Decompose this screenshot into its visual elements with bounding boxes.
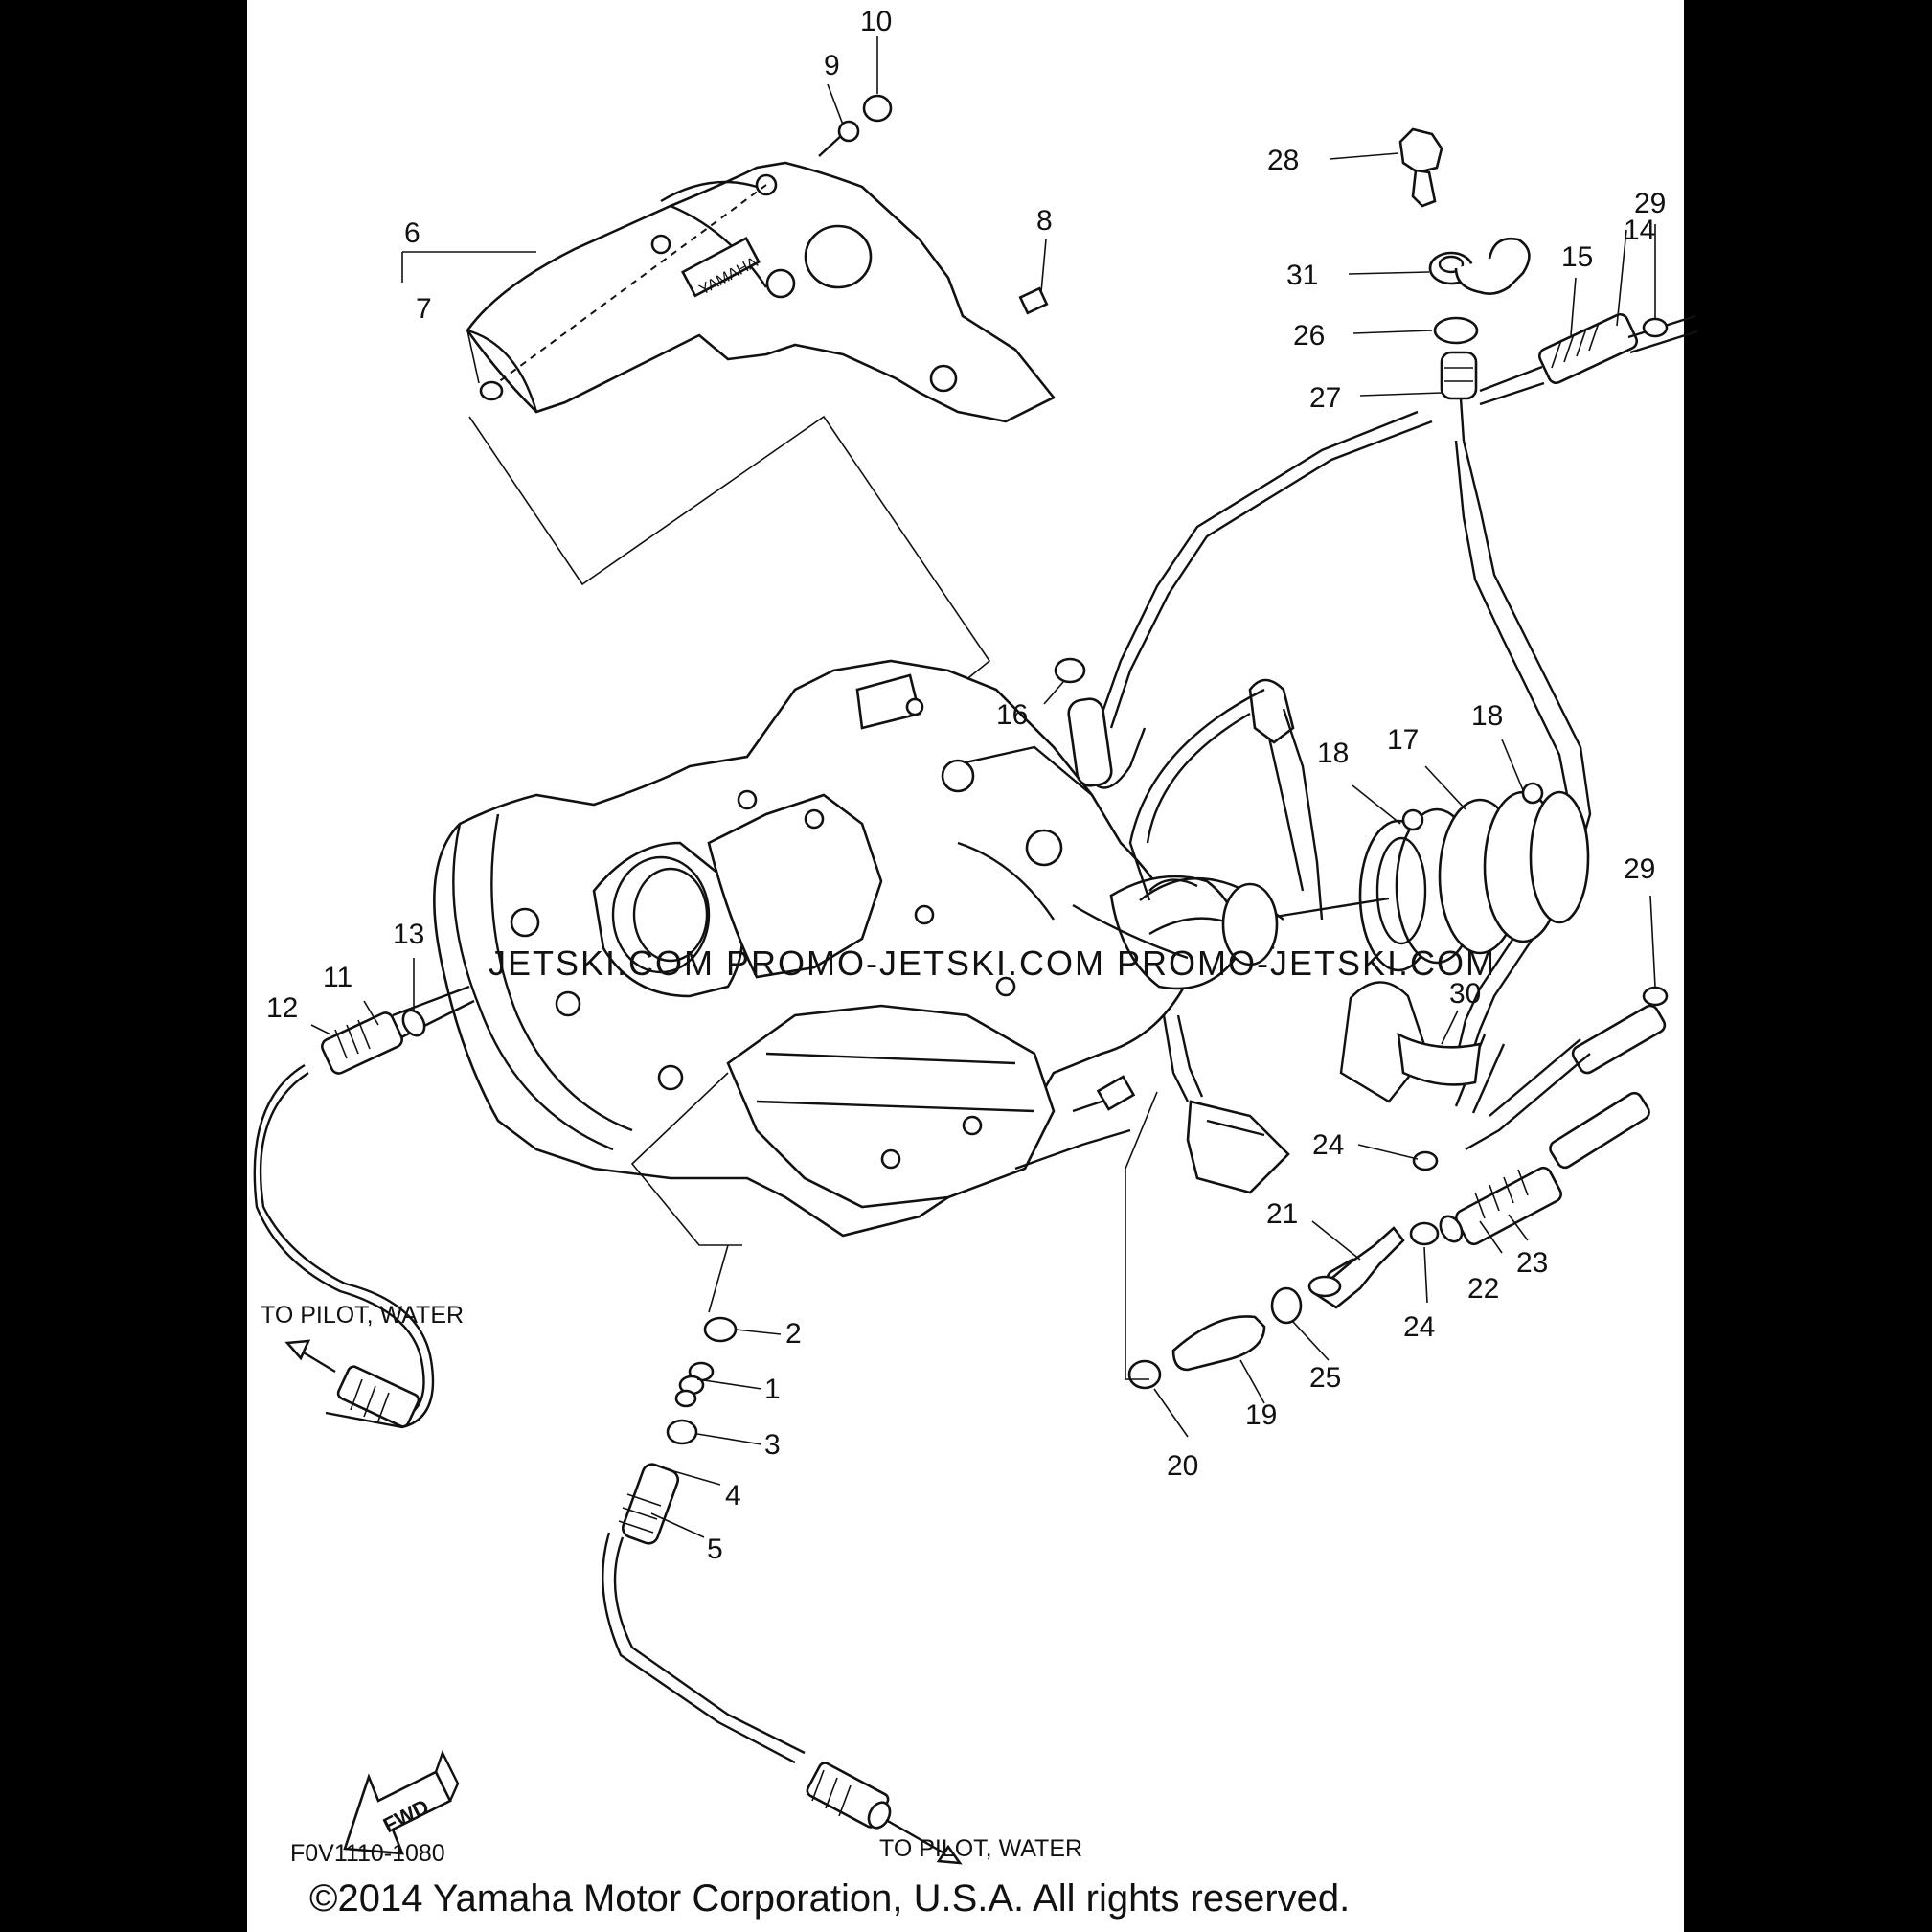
callout-27: 27	[1309, 382, 1341, 414]
exhaust-body	[433, 659, 1239, 1238]
filler-assembly	[1098, 127, 1698, 1074]
callout-26: 26	[1293, 320, 1325, 352]
note-to-pilot-bottom: TO PILOT, WATER	[879, 1835, 1082, 1862]
callout-2: 2	[785, 1318, 802, 1350]
callout-31: 31	[1286, 260, 1318, 291]
callout-3: 3	[764, 1429, 781, 1461]
callout-16: 16	[996, 699, 1028, 731]
callout-15: 15	[1561, 241, 1593, 273]
callout-5: 5	[707, 1534, 723, 1565]
callout-14: 14	[1624, 215, 1655, 246]
frame-line	[1125, 1091, 1158, 1380]
frame-line	[630, 1072, 742, 1246]
callout-18b: 18	[1471, 700, 1503, 732]
watermark: JETSKI.COM PROMO-JETSKI.COM PROMO-JETSKI…	[489, 943, 1496, 983]
hose-assembly	[1127, 981, 1650, 1390]
figure-code: F0V1110-1080	[290, 1840, 445, 1867]
callout-7: 7	[416, 293, 432, 325]
small-hose	[1054, 657, 1147, 789]
callout-19: 19	[1245, 1399, 1277, 1431]
left-hose	[253, 985, 475, 1429]
callout-1: 1	[764, 1374, 781, 1405]
callout-21: 21	[1266, 1198, 1298, 1230]
bottom-hose	[602, 1244, 963, 1865]
exhaust-pipe	[1128, 678, 1324, 966]
rubber-joint	[1268, 782, 1590, 972]
callout-30: 30	[1449, 978, 1481, 1010]
callout-8: 8	[1036, 205, 1053, 237]
callout-23: 23	[1516, 1247, 1548, 1279]
bolt	[818, 120, 860, 157]
callout-11: 11	[323, 962, 352, 993]
callout-6: 6	[404, 217, 420, 249]
exhaust-cover: YAMAHA	[466, 161, 1057, 423]
callout-4: 4	[725, 1480, 741, 1512]
callout-17: 17	[1387, 724, 1419, 756]
callout-10: 10	[860, 6, 892, 37]
copyright-notice: ©2014 Yamaha Motor Corporation, U.S.A. A…	[309, 1877, 1350, 1920]
callout-24a: 24	[1312, 1129, 1344, 1161]
o-ring	[479, 380, 504, 401]
callout-29b: 29	[1624, 853, 1655, 885]
callout-29a: 29	[1634, 188, 1666, 219]
return-hose	[1397, 986, 1669, 1151]
callout-9: 9	[824, 50, 840, 81]
callout-25: 25	[1309, 1362, 1341, 1394]
clip	[1018, 286, 1049, 315]
callout-18a: 18	[1317, 738, 1349, 769]
fwd-arrow-icon: FWD	[343, 1749, 460, 1855]
callout-28: 28	[1267, 145, 1299, 176]
note-to-pilot-left: TO PILOT, WATER	[261, 1302, 464, 1329]
callout-24b: 24	[1403, 1311, 1435, 1343]
leader-lines	[310, 36, 1656, 1538]
callout-22: 22	[1467, 1273, 1499, 1305]
callout-labels: 1 2 3 4 5 6 7 8 9 10 11 12 13 14 15 16 1…	[266, 6, 1666, 1565]
callout-12: 12	[266, 992, 298, 1024]
callout-13: 13	[393, 919, 424, 950]
cap	[862, 94, 893, 123]
callout-20: 20	[1167, 1450, 1198, 1482]
